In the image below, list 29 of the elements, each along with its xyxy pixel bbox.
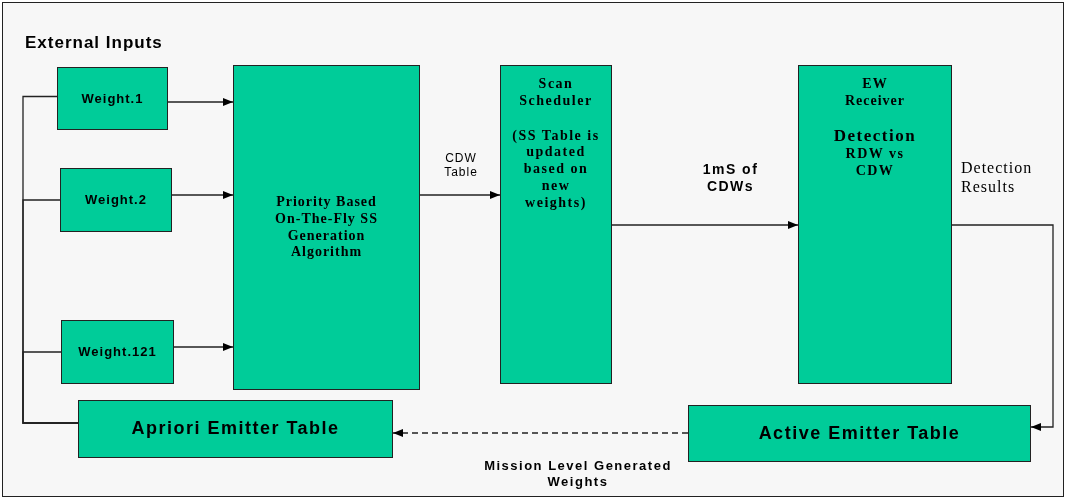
arrow — [419, 191, 501, 199]
box-text: Apriori Emitter Table — [131, 418, 340, 440]
process-box — [61, 320, 174, 384]
box-text: RDW vs CDW — [844, 146, 906, 180]
arrow — [611, 221, 799, 229]
process-box — [233, 65, 420, 390]
process-box — [798, 65, 952, 384]
box-text: (SS Table is updated based on new weights) — [511, 127, 601, 212]
process-box — [60, 168, 172, 232]
edge-label: Mission Level Generated Weights — [483, 458, 673, 490]
box-text: Scan Scheduler — [518, 76, 594, 110]
box-text: Weight.121 — [78, 344, 157, 360]
box-text: Detection — [833, 125, 917, 146]
box-text: EW Receiver — [844, 76, 906, 110]
process-box — [57, 67, 168, 130]
diagram-title: External Inputs — [25, 33, 163, 53]
arrow — [171, 191, 234, 199]
process-box — [78, 400, 393, 458]
arrow — [951, 224, 1054, 431]
box-text: Priority Based On-The-Fly SS Generation Algorithm — [274, 193, 379, 262]
arrow — [173, 343, 234, 351]
box-text: Active Emitter Table — [758, 422, 961, 445]
box-text: Weight.1 — [81, 90, 144, 107]
arrow — [167, 98, 234, 106]
dashed-arrow — [392, 429, 689, 437]
box-text: Weight.2 — [85, 192, 147, 208]
process-box — [688, 405, 1031, 462]
process-box — [500, 65, 612, 384]
connector-line — [22, 351, 79, 424]
